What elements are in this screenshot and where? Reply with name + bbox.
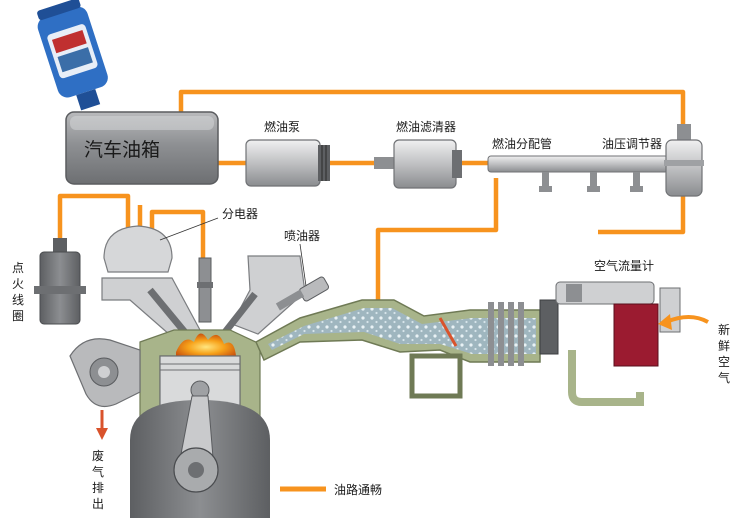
fuel-rail: [487, 155, 669, 192]
ignition-wire-left: [57, 193, 131, 242]
fuel-filter-label: 燃油滤清器: [396, 119, 456, 134]
svg-text:废: 废: [92, 448, 104, 463]
ignition-wire-right: [149, 209, 206, 262]
exhaust-manifold: [69, 338, 141, 440]
return-line: [178, 89, 686, 128]
distributor-label: 分电器: [222, 207, 258, 221]
svg-text:气: 气: [92, 464, 104, 479]
fuel-injector: [275, 276, 330, 311]
legend: 油路通畅: [280, 482, 382, 497]
svg-text:火: 火: [12, 277, 24, 291]
svg-text:鲜: 鲜: [718, 339, 730, 353]
intake-manifold: [255, 299, 541, 399]
fuel-pump: [245, 139, 330, 187]
distributor: [103, 225, 173, 273]
pressure-regulator: [664, 124, 704, 197]
exhaust-label: 废 气 排 出: [92, 448, 104, 511]
svg-text:圈: 圈: [12, 309, 24, 323]
injector-label: 喷油器: [284, 229, 320, 243]
svg-text:出: 出: [92, 497, 104, 511]
combustion-flame: [176, 333, 236, 356]
engine-head: [101, 225, 306, 343]
svg-text:线: 线: [12, 293, 24, 307]
svg-text:气: 气: [718, 370, 730, 385]
legend-label: 油路通畅: [334, 482, 382, 497]
ignition-coil: [34, 238, 86, 325]
fresh-air-arrow: [658, 314, 709, 330]
ignition-coil-label: 点 火 线 圈: [12, 261, 24, 323]
fuel-pump-label: 燃油泵: [264, 119, 300, 134]
fresh-air-label: 新 鲜 空 气: [718, 322, 730, 385]
injector-leader: [299, 243, 307, 287]
svg-text:点: 点: [12, 261, 24, 275]
pressure-regulator-label: 油压调节器: [602, 137, 662, 151]
air-flow-meter-label: 空气流量计: [594, 258, 654, 273]
regulator-return-line: [598, 195, 686, 235]
fuel-filter: [374, 139, 462, 189]
svg-text:排: 排: [92, 481, 104, 495]
fuel-tank-label: 汽车油箱: [84, 139, 160, 161]
svg-text:新: 新: [718, 322, 730, 337]
air-return-duct: [568, 350, 644, 406]
distributor-leader: [159, 217, 219, 241]
fuel-rail-label: 燃油分配管: [492, 136, 552, 151]
additive-bottle: [37, 0, 108, 111]
air-flow-meter: [539, 281, 681, 367]
fuel-lines: [57, 89, 686, 300]
svg-text:空: 空: [718, 355, 730, 369]
piston-assembly: [130, 355, 270, 518]
rail-to-injector-line: [375, 178, 499, 300]
fuel-tank: 汽车油箱: [65, 111, 219, 185]
